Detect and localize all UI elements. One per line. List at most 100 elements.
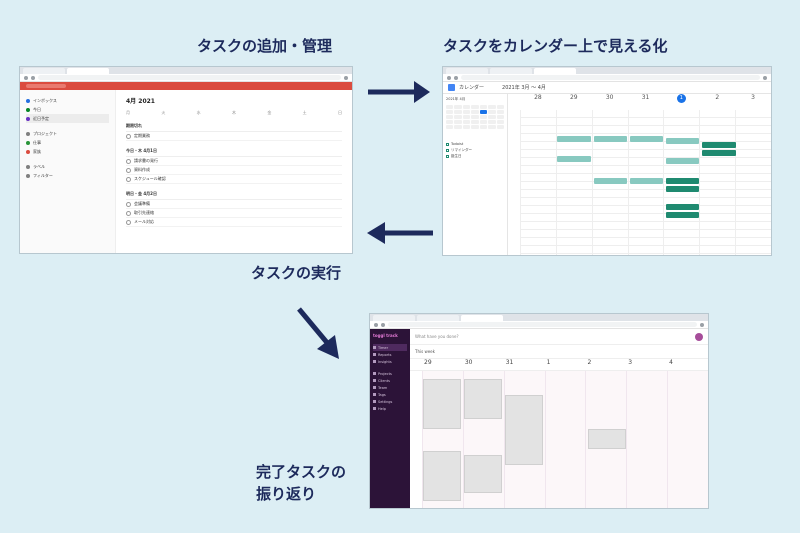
- calendar-event[interactable]: [593, 178, 627, 184]
- sidebar-item[interactable]: Help: [373, 405, 407, 412]
- sidebar-item[interactable]: Tags: [373, 391, 407, 398]
- weekday-label: 木: [231, 110, 236, 115]
- task-row[interactable]: 会議準備: [126, 200, 342, 209]
- task-title: 資料作成: [134, 167, 150, 172]
- task-title: 定期業務: [134, 133, 150, 138]
- sidebar-item-icon: [26, 173, 30, 178]
- calendar-event[interactable]: [629, 136, 664, 142]
- sidebar-item[interactable]: Settings: [373, 398, 407, 405]
- sidebar-item-icon: [26, 149, 30, 154]
- arrow-left-icon: [367, 222, 433, 244]
- month-title: 4月 2021: [126, 98, 155, 105]
- sidebar-item-label: Insights: [378, 359, 392, 364]
- calendar-event[interactable]: [666, 212, 700, 218]
- calendar-name: リマインダー: [451, 147, 472, 152]
- sidebar-item-icon: [373, 407, 376, 410]
- sidebar-item[interactable]: 近日予定: [26, 114, 109, 123]
- task-row[interactable]: 取引先連絡: [126, 209, 342, 218]
- sidebar-item[interactable]: フィルター: [26, 171, 109, 180]
- sidebar-item[interactable]: Clients: [373, 377, 407, 384]
- time-entry[interactable]: [464, 455, 503, 493]
- sidebar-item-label: Help: [378, 406, 386, 411]
- day-header: 2: [587, 359, 592, 366]
- task-row[interactable]: メール対応: [126, 218, 342, 227]
- day-header: 31: [505, 359, 514, 366]
- mini-day: [454, 105, 462, 109]
- sidebar-item-icon: [373, 393, 376, 396]
- mini-day: [471, 105, 479, 109]
- task-row[interactable]: 請求書の発行: [126, 157, 342, 166]
- week-label: This week: [415, 349, 435, 354]
- calendar-event[interactable]: [557, 136, 591, 142]
- task-row[interactable]: スケジュール確認: [126, 175, 342, 184]
- task-checkbox-icon: [126, 158, 131, 164]
- sidebar-item[interactable]: ラベル: [26, 162, 109, 171]
- sidebar-item-label: Tags: [378, 392, 386, 397]
- task-title: スケジュール確認: [134, 176, 166, 181]
- task-row[interactable]: 資料作成: [126, 166, 342, 175]
- day-column: [555, 110, 592, 255]
- day-header: 2: [699, 94, 735, 110]
- sidebar-item-label: 家族: [33, 148, 41, 154]
- calendar-name: 誕生日: [451, 153, 462, 158]
- address-bar: [443, 74, 771, 82]
- task-checkbox-icon: [126, 219, 131, 225]
- sidebar-item[interactable]: インボックス: [26, 96, 109, 105]
- calendar-event[interactable]: [702, 142, 736, 148]
- sidebar-item[interactable]: Timer: [373, 344, 407, 351]
- sidebar-item[interactable]: 家族: [26, 147, 109, 156]
- sidebar-item-icon: [26, 107, 30, 112]
- calendar-event[interactable]: [629, 178, 664, 184]
- search-input: [26, 84, 66, 88]
- time-entry[interactable]: [464, 379, 503, 419]
- calendar-event[interactable]: [666, 178, 700, 184]
- sidebar-item-icon: [373, 400, 376, 403]
- sidebar-item[interactable]: Projects: [373, 370, 407, 377]
- task-checkbox-icon: [126, 167, 131, 173]
- mini-day: [479, 125, 488, 129]
- day-number: 1: [676, 94, 686, 103]
- time-entry[interactable]: [505, 395, 544, 465]
- sidebar-item[interactable]: Reports: [373, 351, 407, 358]
- mini-day: [488, 120, 496, 124]
- calendar-event[interactable]: [666, 138, 700, 144]
- calendar-event[interactable]: [593, 136, 627, 142]
- day-header: 1: [663, 94, 699, 110]
- calendar-event[interactable]: [666, 158, 700, 164]
- day-column: [520, 110, 556, 255]
- sidebar-item-icon: [26, 140, 30, 145]
- sidebar-item[interactable]: Team: [373, 384, 407, 391]
- sidebar-item[interactable]: 仕事: [26, 138, 109, 147]
- task-checkbox-icon: [126, 133, 131, 139]
- sidebar-item[interactable]: プロジェクト: [26, 129, 109, 138]
- day-header: 30: [464, 359, 473, 366]
- mini-day: [462, 110, 471, 114]
- time-entry[interactable]: [423, 451, 462, 501]
- task-row[interactable]: 定期業務: [126, 132, 342, 141]
- calendar-event[interactable]: [702, 150, 736, 156]
- calendar-event[interactable]: [666, 204, 700, 210]
- section-header: 期限切れ: [126, 120, 342, 132]
- sidebar-item[interactable]: 今日: [26, 105, 109, 114]
- day-column: [735, 110, 771, 255]
- sidebar-item-label: 近日予定: [33, 115, 49, 121]
- weekday-label: 金: [267, 110, 272, 115]
- sidebar-item[interactable]: Insights: [373, 358, 407, 365]
- sidebar-item-icon: [373, 372, 376, 375]
- sidebar-item-label: Team: [378, 385, 388, 390]
- todoist-topbar: [20, 82, 352, 90]
- time-entry[interactable]: [423, 379, 462, 429]
- mini-month-title: 2021年 4月: [446, 97, 466, 101]
- mini-day: [471, 125, 479, 129]
- calendar-event[interactable]: [666, 186, 700, 192]
- browser-tabs: [20, 67, 352, 74]
- weekday-strip: 月火水木金土日: [126, 110, 342, 116]
- sidebar-item-icon: [373, 386, 376, 389]
- calendar-event[interactable]: [557, 156, 591, 162]
- mini-day: [471, 120, 479, 124]
- mini-day: [496, 125, 504, 129]
- todoist-main: 4月 2021 月火水木金土日 期限切れ定期業務今日・木 4月1日請求書の発行資…: [116, 90, 352, 253]
- time-entry[interactable]: [587, 429, 626, 449]
- mini-day: [454, 125, 462, 129]
